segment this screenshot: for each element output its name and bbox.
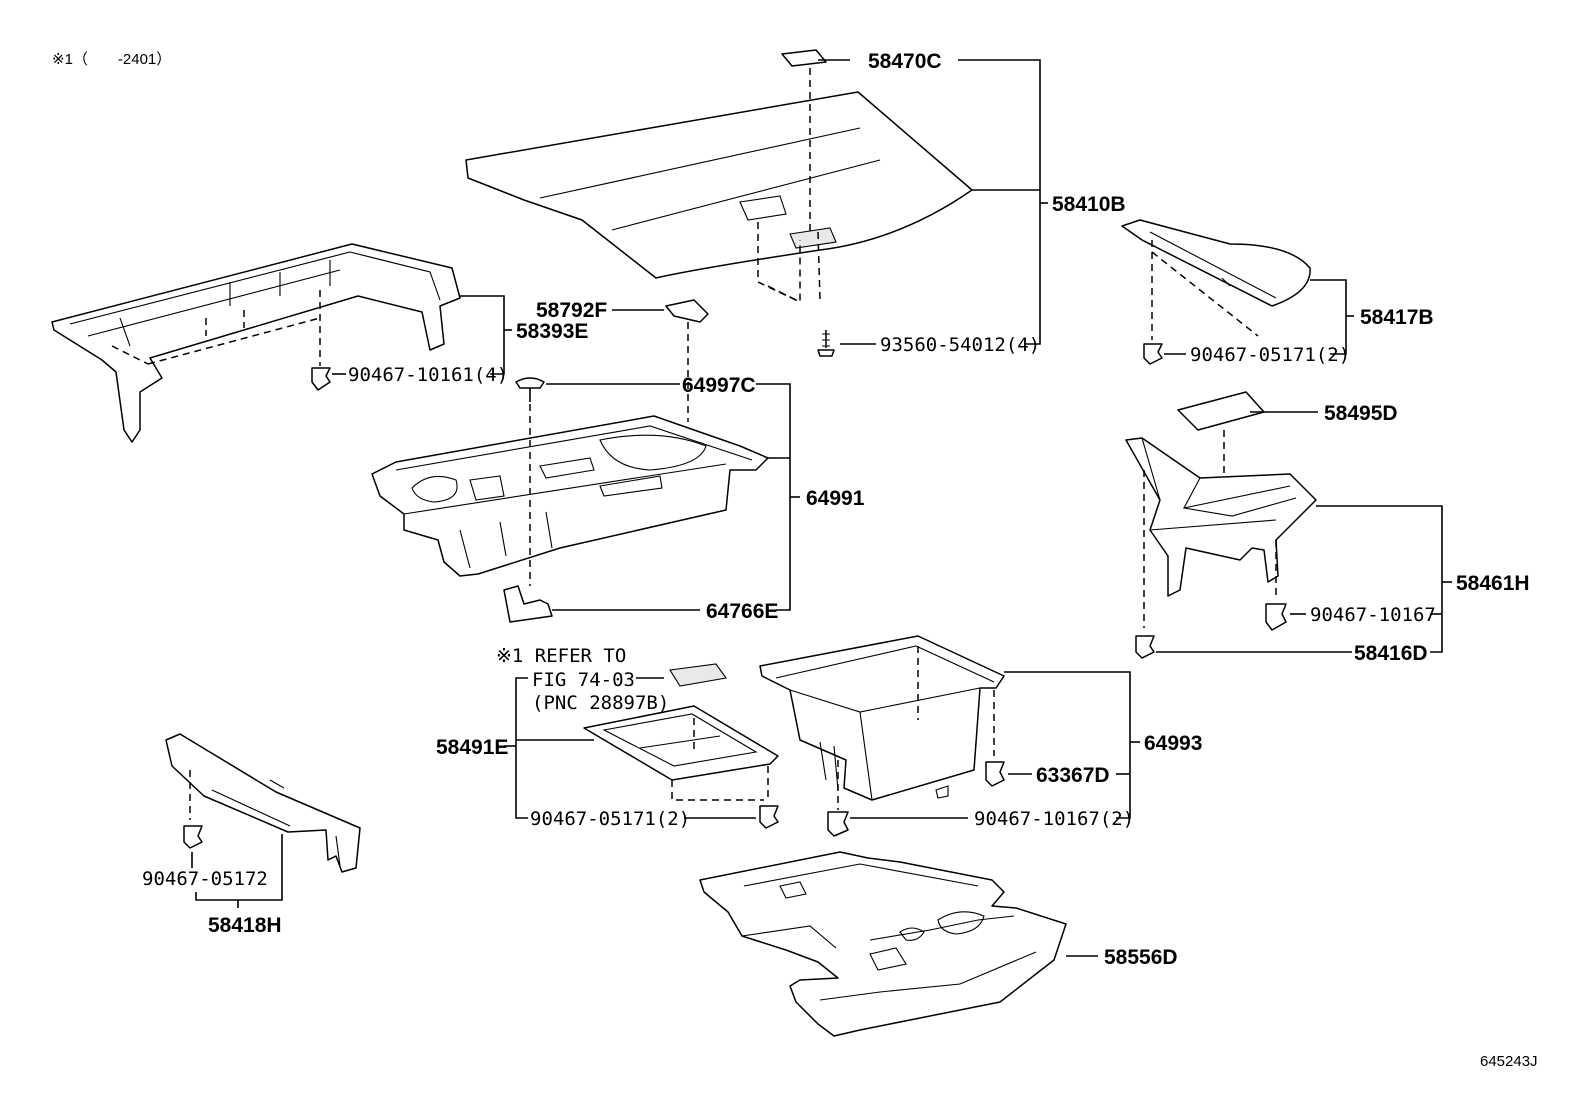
label-64766E: 64766E [706,600,778,623]
label-58393E: 58393E [516,320,588,343]
label-58410B: 58410B [1052,193,1126,216]
label-90467-10167-center: 90467-10167(2) [974,808,1134,830]
cover-58495D-illustration [1177,391,1265,431]
label-90467-05171-center: 90467-05171(2) [530,808,690,830]
deck-storage-box-illustration [759,635,1005,801]
label-63367D: 63367D [1036,764,1110,787]
refer-note-line3: (PNC 28897B) [532,692,669,714]
spare-tire-tray-illustration [371,415,769,577]
label-58495D: 58495D [1324,402,1398,425]
refer-note-line2: FIG 74-03 [532,669,635,691]
tray-58491E-illustration [583,705,779,781]
side-trim-58417B-illustration [1121,219,1311,307]
label-64993: 64993 [1144,732,1202,755]
label-58416D: 58416D [1354,642,1428,665]
label-64991: 64991 [806,487,865,510]
clip-icon [1135,635,1155,659]
label-sheet-illustration [669,663,727,687]
label-58470C: 58470C [868,50,942,73]
clip-icon [759,805,779,829]
label-58792F: 58792F [536,299,607,322]
label-58491E: 58491E [436,736,508,759]
label-90467-10167-right: 90467-10167 [1310,604,1436,626]
clip-icon [1143,343,1163,365]
side-trim-58418H-illustration [165,733,361,873]
clip-icon [985,761,1005,787]
label-90467-05172: 90467-05172 [142,868,268,890]
grommet-icon [515,377,545,402]
label-93560-54012: 93560-54012(4) [880,334,1040,356]
refer-note-line1: ※1 REFER TO [496,645,626,667]
clip-icon [183,825,203,849]
header-note: ※1（ -2401） [52,51,171,68]
bracket-58792F-illustration [665,299,709,323]
label-58556D: 58556D [1104,946,1178,969]
side-box-58461H-illustration [1125,437,1317,597]
label-64997C: 64997C [682,374,756,397]
rear-floor-trim-illustration [51,243,461,443]
clip-icon [1265,603,1287,631]
deck-board-illustration [465,91,973,279]
label-58417B: 58417B [1360,306,1434,329]
floor-silencer-illustration [699,851,1067,1037]
hook-64766E-illustration [503,585,553,623]
clip-icon [827,811,849,837]
screw-icon [817,330,835,357]
label-58418H: 58418H [208,914,282,937]
label-90467-10161: 90467-10161(4) [348,364,508,386]
label-90467-05171-right: 90467-05171(2) [1190,344,1350,366]
cover-cap-illustration [781,49,827,67]
figure-code: 645243J [1480,1053,1538,1070]
label-58461H: 58461H [1456,572,1530,595]
clip-icon [311,367,331,391]
